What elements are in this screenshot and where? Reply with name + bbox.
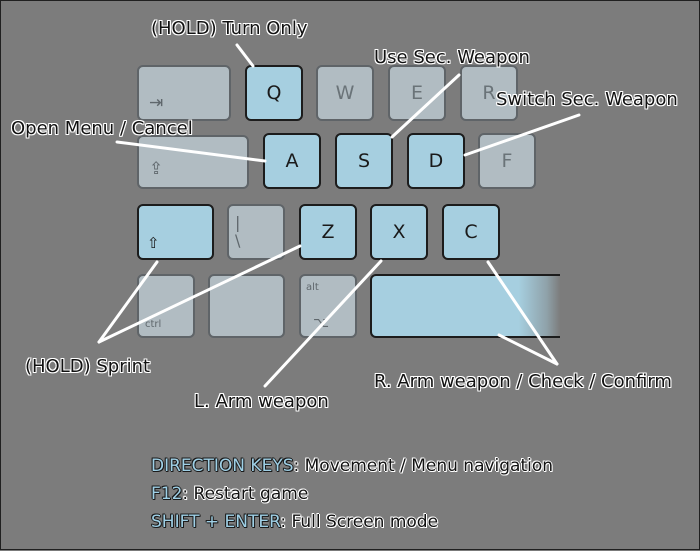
info-direction-desc: : Movement / Menu navigation [293, 456, 554, 476]
key-x-label: X [392, 221, 406, 243]
label-switch-sec-weapon: Switch Sec. Weapon [496, 89, 678, 110]
info-fullscreen: SHIFT + ENTER: Full Screen mode [151, 512, 438, 532]
key-c-label: C [464, 221, 478, 243]
label-sprint: (HOLD) Sprint [25, 356, 151, 377]
line-use-sec-weapon [390, 73, 461, 139]
caps-lock-key: ⇪ [137, 135, 249, 189]
line-r-arm-b [497, 333, 559, 366]
key-x[interactable]: X [370, 204, 428, 260]
key-a-label: A [285, 150, 299, 172]
line-switch-sec-weapon [463, 113, 581, 157]
key-z[interactable]: Z [299, 204, 357, 260]
backslash-glyph: |\ [235, 213, 241, 250]
info-f12-key: F12 [151, 484, 183, 504]
info-f12-desc: : Restart game [182, 484, 309, 504]
spacebar-key[interactable] [370, 274, 560, 338]
label-open-menu: Open Menu / Cancel [11, 118, 193, 139]
line-sprint-right [97, 244, 302, 344]
key-r: R [460, 65, 518, 121]
caps-lock-icon: ⇪ [149, 159, 164, 179]
line-turn-only [235, 43, 255, 68]
alt-key: alt ⌥ [299, 274, 357, 338]
key-q-label: Q [266, 82, 282, 104]
label-l-arm: L. Arm weapon [194, 391, 329, 412]
key-s-label: S [357, 150, 371, 172]
key-f: F [478, 133, 536, 189]
shift-icon: ⇧ [147, 234, 160, 252]
line-r-arm-a [486, 260, 559, 366]
fn-key [208, 274, 285, 338]
key-e-label: E [410, 82, 423, 104]
key-r-label: R [482, 82, 496, 104]
info-fullscreen-desc: : Full Screen mode [280, 512, 439, 532]
backslash-key: |\ [227, 204, 285, 260]
key-s[interactable]: S [335, 133, 393, 189]
key-e: E [388, 65, 446, 121]
info-direction-keys: DIRECTION KEYS: Movement / Menu navigati… [151, 456, 553, 476]
key-z-label: Z [321, 221, 335, 243]
line-sprint-left [97, 260, 159, 344]
label-turn-only: (HOLD) Turn Only [151, 18, 308, 39]
key-w: W [316, 65, 374, 121]
key-f-label: F [501, 150, 513, 172]
key-a[interactable]: A [263, 133, 321, 189]
line-open-menu [115, 140, 267, 163]
shift-key[interactable]: ⇧ [137, 204, 214, 260]
ctrl-glyph: ctrl [145, 319, 162, 330]
info-direction-key: DIRECTION KEYS [151, 456, 294, 476]
label-use-sec-weapon: Use Sec. Weapon [374, 47, 530, 68]
label-r-arm: R. Arm weapon / Check / Confirm [374, 371, 672, 392]
key-d-label: D [428, 150, 444, 172]
info-fullscreen-key: SHIFT + ENTER [151, 512, 281, 532]
ctrl-key: ctrl [137, 274, 195, 338]
key-d[interactable]: D [407, 133, 465, 189]
key-w-label: W [335, 82, 355, 104]
alt-glyph: alt [306, 282, 319, 293]
tab-key: ⇥ [137, 65, 231, 121]
key-q[interactable]: Q [245, 65, 303, 121]
tab-icon: ⇥ [149, 93, 164, 113]
line-l-arm [263, 259, 383, 388]
info-f12: F12: Restart game [151, 484, 308, 504]
key-c[interactable]: C [442, 204, 500, 260]
